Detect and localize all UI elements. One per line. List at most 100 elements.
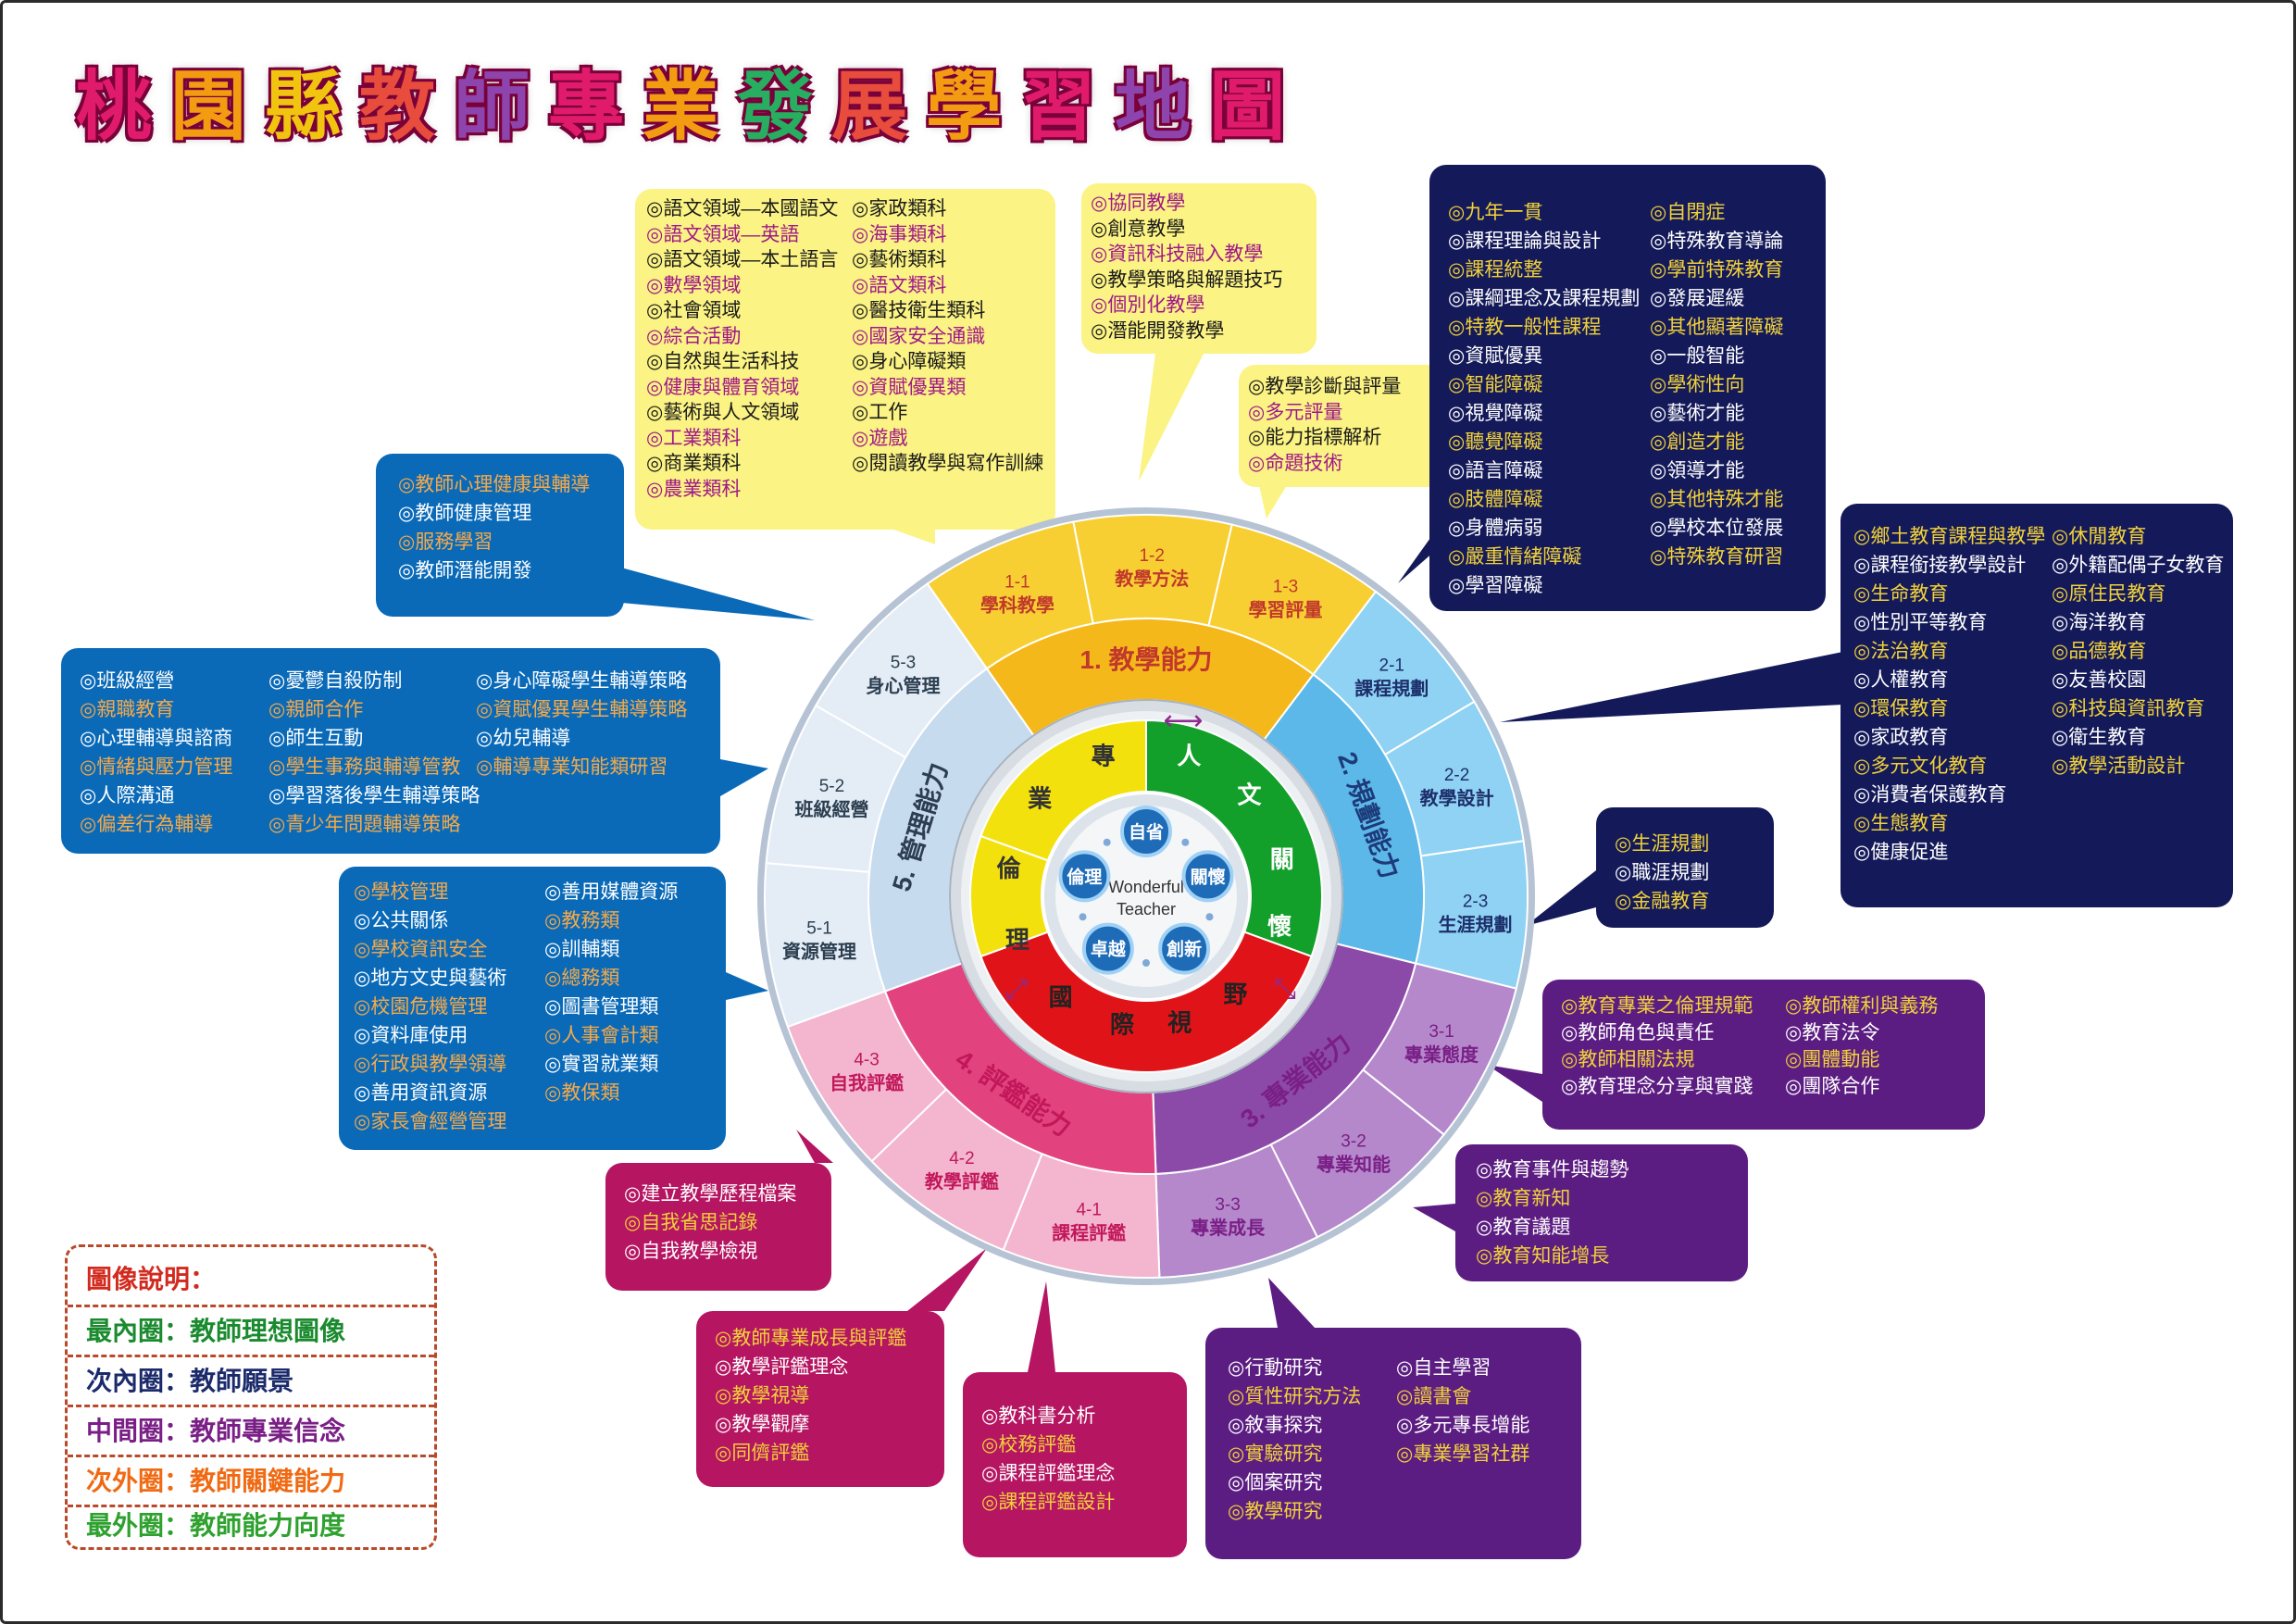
box-2-2-teaching-design: ◎鄉土教育課程與教學◎課程銜接教學設計◎生命教育◎性別平等教育◎法治教育◎人權教… [1841,504,2233,907]
list-item: ◎創造才能 [1650,431,1745,453]
list-item: ◎資訊科技融入教學 [1091,244,1264,265]
vision-bottom-char: 國 [1049,983,1073,1011]
subdomain-code: 4-2 [949,1149,974,1168]
callout-pointer [1413,1204,1455,1231]
list-item: ◎一般智能 [1650,345,1745,367]
list-item: ◎憂鬱自殺防制 [268,670,403,692]
list-item: ◎商業類科 [646,453,742,474]
list-item: ◎身心障礙類 [852,351,967,372]
list-item: ◎友善校園 [2052,669,2147,691]
list-item: ◎藝術才能 [1650,403,1745,424]
list-item: ◎情緒與壓力管理 [80,756,233,778]
list-item: ◎鄉土教育課程與教學 [1853,526,2046,547]
cycle-arrow [1181,838,1190,846]
subdomain-code: 4-1 [1076,1201,1101,1220]
list-item: ◎健康與體育領域 [646,376,800,398]
list-item: ◎金融教育 [1615,891,1710,912]
vision-right-char: 人 [1177,742,1201,769]
list-item: ◎學習障礙 [1448,575,1543,596]
title-char: 發 [737,61,832,151]
list-item: ◎資賦優異 [1448,345,1543,367]
callout-pointer [1028,1281,1055,1372]
list-item: ◎資賦優異學生輔導策略 [476,699,688,720]
list-item: ◎團隊合作 [1785,1076,1880,1097]
subdomain-code: 2-1 [1379,656,1404,676]
list-item: ◎行政與教學領導 [354,1054,507,1075]
list-item: ◎自然與生活科技 [646,351,800,372]
list-item: ◎師生互動 [268,728,364,749]
list-item: ◎視覺障礙 [1448,403,1543,424]
list-item: ◎生態教育 [1853,813,1949,834]
list-item: ◎訓輔類 [544,939,620,960]
list-item: ◎資賦優異類 [852,376,967,398]
legend-row-second-inner: 次內圈：教師願景 [68,1356,434,1403]
list-item: ◎專業學習社群 [1396,1443,1530,1465]
list-item: ◎語文領域—本國語文 [646,198,839,219]
subdomain-name: 身心管理 [867,674,941,696]
list-item: ◎聽覺障礙 [1448,431,1543,453]
subdomain-name: 教學評鑑 [925,1170,999,1193]
list-item: ◎藝術與人文領域 [646,402,800,423]
list-item: ◎幼兒輔導 [476,728,571,749]
list-item: ◎學前特殊教育 [1650,259,1784,281]
list-item: ◎行動研究 [1228,1357,1323,1379]
title-char: 縣 [265,61,360,151]
list-item: ◎團體動能 [1785,1049,1880,1070]
list-item: ◎實習就業類 [544,1054,659,1075]
box-5-2-col3: ◎身心障礙學生輔導策略◎資賦優異學生輔導策略◎幼兒輔導◎輔導專業知能類研習 [476,667,687,781]
legend-key: 次外圈 [86,1467,165,1495]
subdomain-code: 3-2 [1341,1132,1366,1152]
subdomain-name: 課程評鑑 [1052,1222,1126,1244]
list-item: ◎肢體障礙 [1448,489,1543,510]
list-item: ◎青少年問題輔導策略 [268,814,461,835]
subdomain-name: 教學方法 [1115,568,1189,590]
subdomain-name: 課程規劃 [1354,678,1429,700]
list-item: ◎教育議題 [1476,1217,1571,1238]
title-char: 師 [454,61,549,151]
callout-pointer [1139,354,1204,481]
legend-key: 次內圈 [86,1367,165,1395]
vision-left-char: 業 [1028,785,1052,813]
box-1-1-col2: ◎家政類科◎海事類科◎藝術類科◎語文類科◎醫技衛生類科◎國家安全通識◎身心障礙類… [852,196,1043,477]
list-item: ◎校園危機管理 [354,996,488,1018]
box-2-2-col2: ◎休閒教育◎外籍配偶子女教育◎原住民教育◎海洋教育◎品德教育◎友善校園◎科技與資… [2052,522,2224,781]
box-1-1-subject-teaching: ◎語文領域—本國語文◎語文領域—英語◎語文領域—本土語言◎數學領域◎社會領域◎綜… [635,189,1055,530]
vision-right-char: 懷 [1267,912,1292,940]
list-item: ◎自主學習 [1396,1357,1491,1379]
title-char: 展 [831,61,927,151]
list-item: ◎其他顯著障礙 [1650,317,1784,338]
list-item: ◎教學視導 [715,1385,810,1406]
list-item: ◎班級經營 [80,670,175,692]
box-2-1-col1: ◎九年一貫◎課程理論與設計◎課程統整◎課綱理念及課程規劃◎特教一般性課程◎資賦優… [1448,198,1640,600]
title-char: 專 [548,61,643,151]
list-item: ◎教務類 [544,910,620,931]
subdomain-name: 生涯規劃 [1439,915,1513,936]
cycle-label: 倫理 [1067,866,1102,887]
cycle-bubble [1081,922,1134,975]
list-item: ◎家政教育 [1853,727,1949,748]
list-item: ◎社會領域 [646,300,742,321]
box-5-3-col1: ◎教師心理健康與輔導◎教師健康管理◎服務學習◎教師潛能開發 [398,470,590,585]
cycle-arrow [1205,913,1214,921]
list-item: ◎智能障礙 [1448,374,1543,395]
callout-pointer [907,1248,987,1311]
list-item: ◎語文領域—本土語言 [646,249,839,270]
list-item: ◎九年一貫 [1448,202,1543,223]
box-5-1-resource-management: ◎學校管理◎公共關係◎學校資訊安全◎地方文史與藝術◎校園危機管理◎資料庫使用◎行… [339,867,726,1150]
subdomain-code: 1-3 [1273,577,1298,596]
list-item: ◎教師相關法規 [1561,1049,1695,1070]
list-item: ◎教保類 [544,1082,620,1104]
list-item: ◎教學觀摩 [715,1414,810,1435]
box-4-1-col1: ◎教科書分析◎校務評鑑◎課程評鑑理念◎課程評鑑設計 [981,1402,1115,1517]
title-char: 地 [1115,61,1210,151]
callout-pointer [611,565,815,620]
title-char: 教 [359,61,455,151]
list-item: ◎人際溝通 [80,785,175,806]
list-item: ◎數學領域 [646,274,742,296]
vision-bottom-char: 際 [1110,1011,1134,1039]
legend-value: 教師願景 [190,1367,294,1395]
legend-row-outermost: 最外圈：教師能力向度 [68,1501,434,1547]
list-item: ◎教師角色與責任 [1561,1022,1715,1043]
list-item: ◎品德教育 [2052,641,2147,662]
